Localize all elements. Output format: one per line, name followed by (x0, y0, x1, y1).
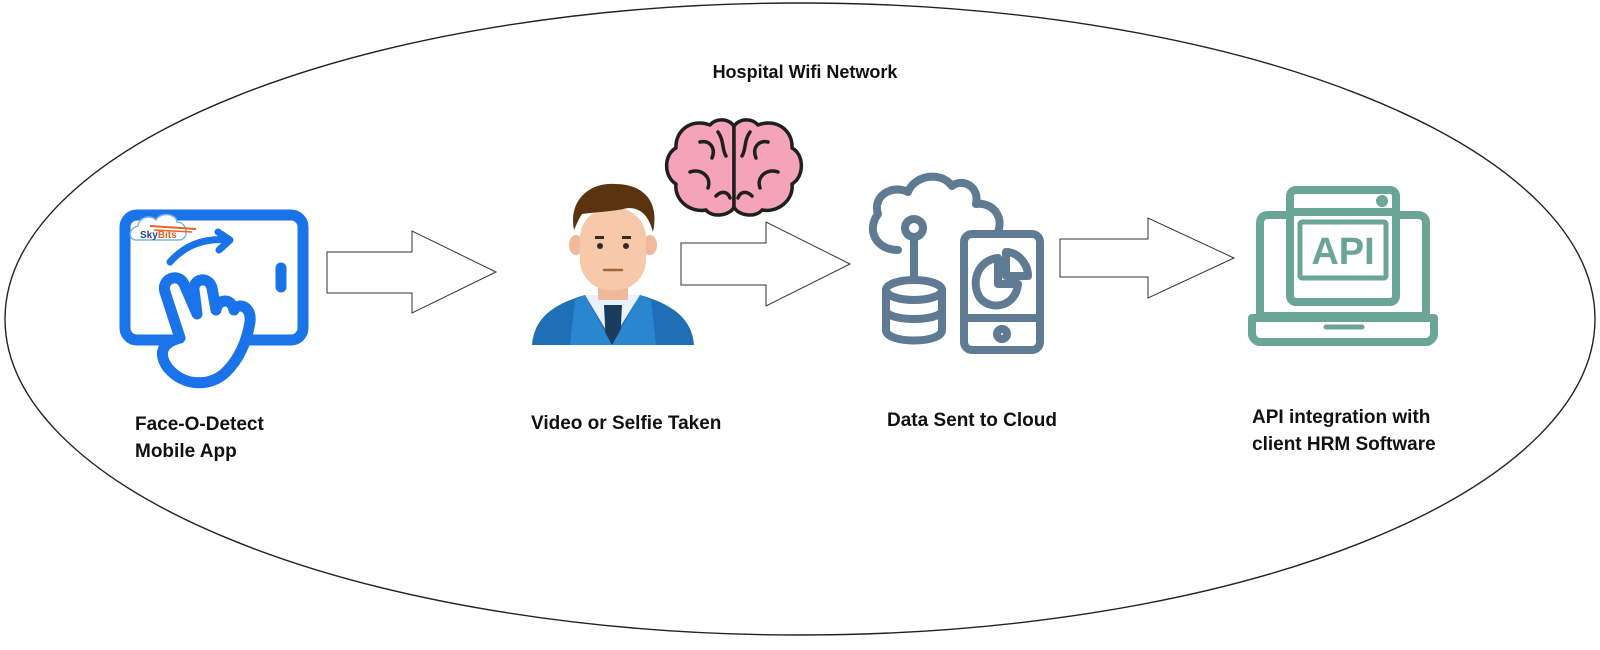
flow-arrow-2 (680, 221, 852, 307)
tablet-touch-icon (119, 209, 309, 389)
step-label-line: client HRM Software (1252, 434, 1436, 455)
businessman-icon (532, 183, 694, 345)
step-label-line: Data Sent to Cloud (887, 410, 1057, 431)
api-screen-text: API (1311, 231, 1374, 273)
skybits-logo-text: SkyBits (140, 230, 177, 241)
brain-icon (664, 118, 804, 217)
step-label-line: Video or Selfie Taken (531, 413, 722, 434)
flow-arrow-1 (326, 230, 498, 314)
skybits-logo: SkyBits (129, 213, 197, 241)
step-label-api: API integration with client HRM Software (1252, 404, 1436, 458)
cloud-data-icon (868, 172, 1044, 354)
network-boundary-ellipse (4, 2, 1596, 636)
api-laptop-icon: API (1248, 186, 1438, 346)
step-label-line: API integration with (1252, 407, 1431, 428)
step-label-selfie: Video or Selfie Taken (531, 410, 721, 437)
step-label-line: Mobile App (135, 441, 237, 462)
network-title: Hospital Wifi Network (712, 62, 898, 82)
step-label-cloud: Data Sent to Cloud (887, 407, 1057, 434)
flow-arrow-3 (1059, 217, 1236, 299)
step-label-mobile-app: Face-O-Detect Mobile App (135, 411, 264, 465)
step-label-line: Face-O-Detect (135, 414, 264, 435)
